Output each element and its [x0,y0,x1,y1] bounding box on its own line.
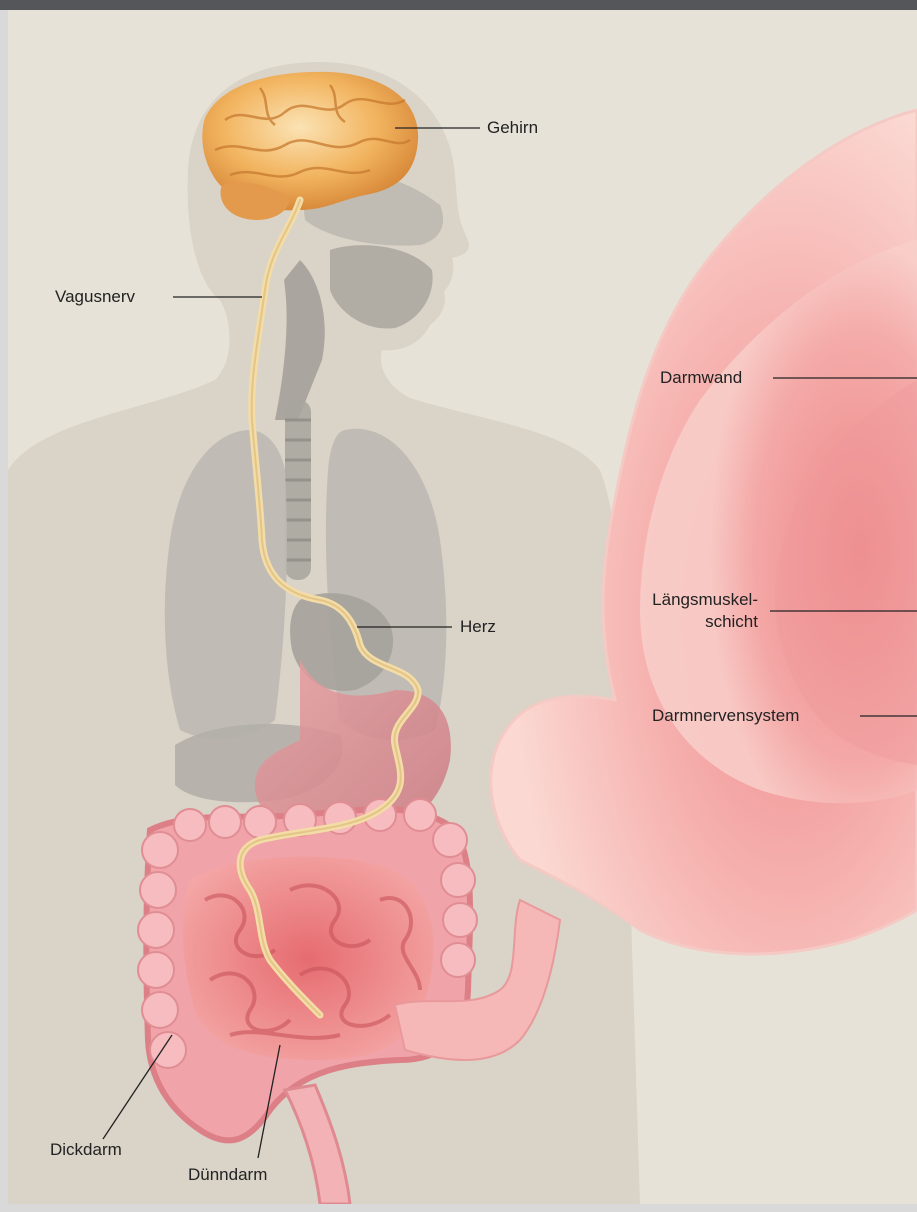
label-laengsmuskel-line1: Längsmuskel- [628,590,758,610]
label-darmwand: Darmwand [660,368,742,388]
frame-bottom-border [0,1204,917,1212]
label-herz: Herz [460,617,496,637]
label-dickdarm: Dickdarm [50,1140,122,1160]
frame-left-border [0,10,8,1212]
trachea [285,400,311,580]
label-darmnervensystem: Darmnervensystem [652,706,799,726]
label-vagusnerv: Vagusnerv [55,287,135,307]
label-laengsmuskel-line2: schicht [628,612,758,632]
label-gehirn: Gehirn [487,118,538,138]
label-duenndarm: Dünndarm [188,1165,267,1185]
